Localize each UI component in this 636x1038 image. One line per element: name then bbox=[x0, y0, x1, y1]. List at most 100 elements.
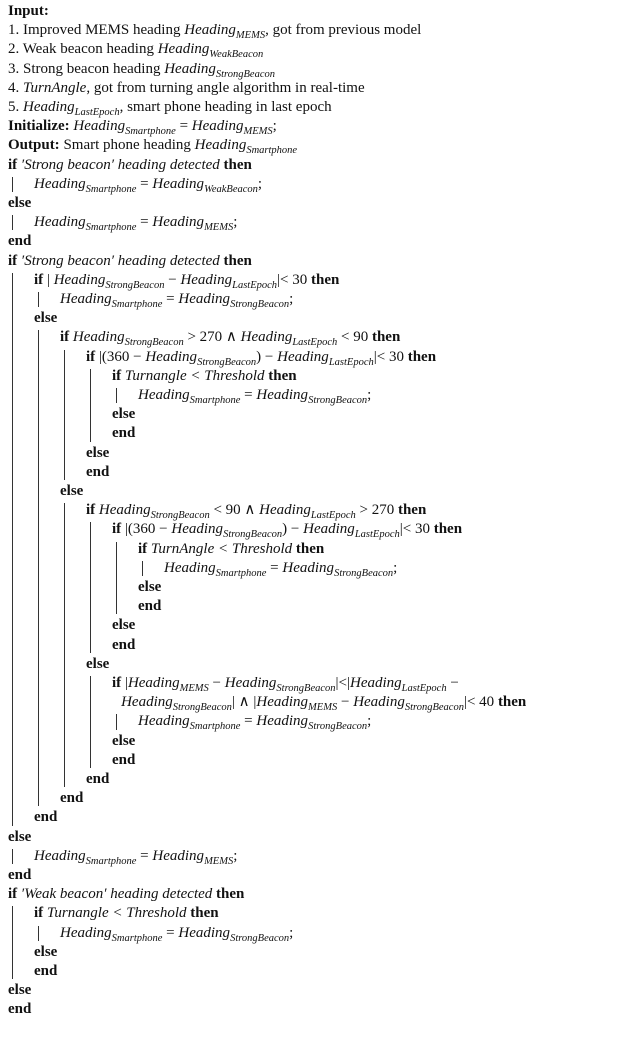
subscript: MEMS bbox=[243, 126, 273, 138]
text-segment: Turnangle < Threshold bbox=[124, 367, 265, 384]
text-segment: − bbox=[337, 694, 354, 711]
text-segment: Heading bbox=[53, 271, 106, 288]
keyword: then bbox=[394, 502, 427, 519]
subscript: LastEpoch bbox=[74, 107, 120, 118]
text-segment: ′Strong beacon′ heading detected bbox=[20, 252, 220, 269]
text-segment: Heading bbox=[152, 847, 205, 864]
algorithm-line: if TurnAngle < Threshold then bbox=[138, 540, 324, 558]
block-rule bbox=[38, 292, 39, 308]
algorithm-line: HeadingSmartphone = HeadingMEMS; bbox=[34, 213, 238, 234]
text-segment: Heading bbox=[34, 214, 86, 231]
subscript: StrongBeacon bbox=[150, 510, 210, 522]
algorithm-line: end bbox=[8, 866, 31, 884]
text-segment: Heading bbox=[282, 559, 335, 576]
algorithm-line: end bbox=[112, 751, 135, 769]
keyword: else bbox=[86, 444, 110, 461]
text-segment: Heading bbox=[178, 291, 231, 307]
text-segment: ; bbox=[289, 924, 294, 941]
keyword: Input: bbox=[8, 3, 49, 19]
algorithm-line: end bbox=[60, 789, 83, 807]
text-segment: Heading bbox=[152, 175, 205, 192]
algorithm-line: HeadingSmartphone = HeadingStrongBeacon; bbox=[60, 924, 294, 944]
keyword: else bbox=[34, 943, 58, 960]
algorithm-line: else bbox=[60, 482, 83, 500]
subscript: Smartphone bbox=[85, 855, 137, 867]
subscript: WeakBeacon bbox=[209, 49, 264, 61]
keyword: else bbox=[60, 483, 84, 499]
text-segment: = bbox=[240, 387, 257, 403]
keyword: end bbox=[112, 636, 136, 653]
text-segment: |(360 − bbox=[124, 521, 172, 538]
text-segment: , got from turning angle algorithm in re… bbox=[86, 79, 365, 96]
keyword: Output: bbox=[8, 137, 64, 154]
keyword: else bbox=[8, 982, 32, 999]
algorithm-line: else bbox=[34, 309, 57, 327]
text-segment: ; bbox=[367, 713, 372, 730]
subscript: MEMS bbox=[204, 222, 234, 234]
text-segment: Heading bbox=[60, 924, 112, 941]
keyword: then bbox=[429, 521, 463, 538]
subscript: Smartphone bbox=[246, 145, 298, 157]
text-segment: ; bbox=[257, 175, 263, 192]
text-segment: Heading bbox=[303, 521, 355, 538]
text-segment: = bbox=[136, 214, 153, 231]
subscript: Smartphone bbox=[111, 932, 163, 944]
text-segment: ′Strong beacon′ heading detected bbox=[20, 156, 220, 173]
keyword: if bbox=[112, 521, 125, 538]
text-segment: 5. bbox=[8, 99, 23, 115]
subscript: StrongBeacon bbox=[230, 932, 290, 944]
subscript: Smartphone bbox=[189, 395, 241, 406]
keyword: end bbox=[112, 751, 136, 768]
keyword: else bbox=[8, 195, 32, 211]
algorithm-line: HeadingSmartphone = HeadingStrongBeacon; bbox=[138, 712, 372, 733]
block-rule bbox=[12, 272, 13, 826]
text-segment: Heading bbox=[121, 694, 173, 711]
text-segment: ; bbox=[367, 387, 372, 403]
subscript: Smartphone bbox=[189, 721, 241, 733]
algorithm-line: else bbox=[112, 405, 135, 423]
text-segment: = bbox=[136, 847, 153, 864]
algorithm-line: else bbox=[86, 444, 109, 462]
subscript: MEMS bbox=[179, 683, 209, 694]
block-rule bbox=[90, 522, 91, 653]
text-segment: Heading bbox=[73, 118, 126, 135]
algorithm-line: end bbox=[34, 962, 57, 980]
text-segment: Heading bbox=[191, 118, 244, 135]
subscript: LastEpoch bbox=[292, 337, 338, 349]
keyword: else bbox=[34, 310, 58, 327]
text-segment: | ∧ | bbox=[231, 694, 257, 711]
algorithm-line: 1. Improved MEMS heading HeadingMEMS, go… bbox=[8, 21, 421, 41]
keyword: if bbox=[8, 156, 21, 173]
text-segment: ; bbox=[233, 214, 238, 231]
block-rule bbox=[116, 541, 117, 615]
block-rule bbox=[12, 848, 13, 864]
text-segment: Heading bbox=[194, 137, 247, 154]
algorithm-line: Output: Smart phone heading HeadingSmart… bbox=[8, 136, 298, 157]
algorithm-line: if ′Strong beacon′ heading detected then bbox=[8, 156, 252, 174]
text-segment: Heading bbox=[138, 387, 190, 403]
text-segment: < 90 bbox=[337, 329, 369, 346]
text-segment: |< 40 bbox=[463, 694, 495, 711]
keyword: end bbox=[60, 790, 84, 807]
subscript: LastEpoch bbox=[232, 279, 278, 291]
subscript: MEMS bbox=[308, 702, 338, 714]
algorithm-line: if |(360 − HeadingStrongBeacon) − Headin… bbox=[112, 520, 463, 540]
keyword: else bbox=[112, 732, 136, 749]
subscript: Smartphone bbox=[85, 222, 137, 234]
subscript: LastEpoch bbox=[310, 510, 356, 522]
text-segment: = bbox=[175, 118, 192, 135]
text-segment: = bbox=[162, 291, 179, 307]
text-segment: |< 30 bbox=[277, 271, 308, 288]
keyword: if bbox=[138, 540, 151, 557]
block-rule bbox=[90, 676, 91, 768]
text-segment: Heading bbox=[164, 559, 216, 576]
algorithm-line: else bbox=[8, 828, 31, 846]
keyword: end bbox=[34, 963, 58, 979]
text-segment: = bbox=[266, 559, 283, 576]
algorithm-line: if Turnangle < Threshold then bbox=[112, 367, 297, 385]
block-rule bbox=[116, 714, 117, 730]
keyword: if bbox=[60, 329, 73, 346]
algorithm-line: else bbox=[8, 981, 31, 999]
keyword: then bbox=[219, 252, 252, 269]
keyword: if bbox=[112, 367, 125, 384]
